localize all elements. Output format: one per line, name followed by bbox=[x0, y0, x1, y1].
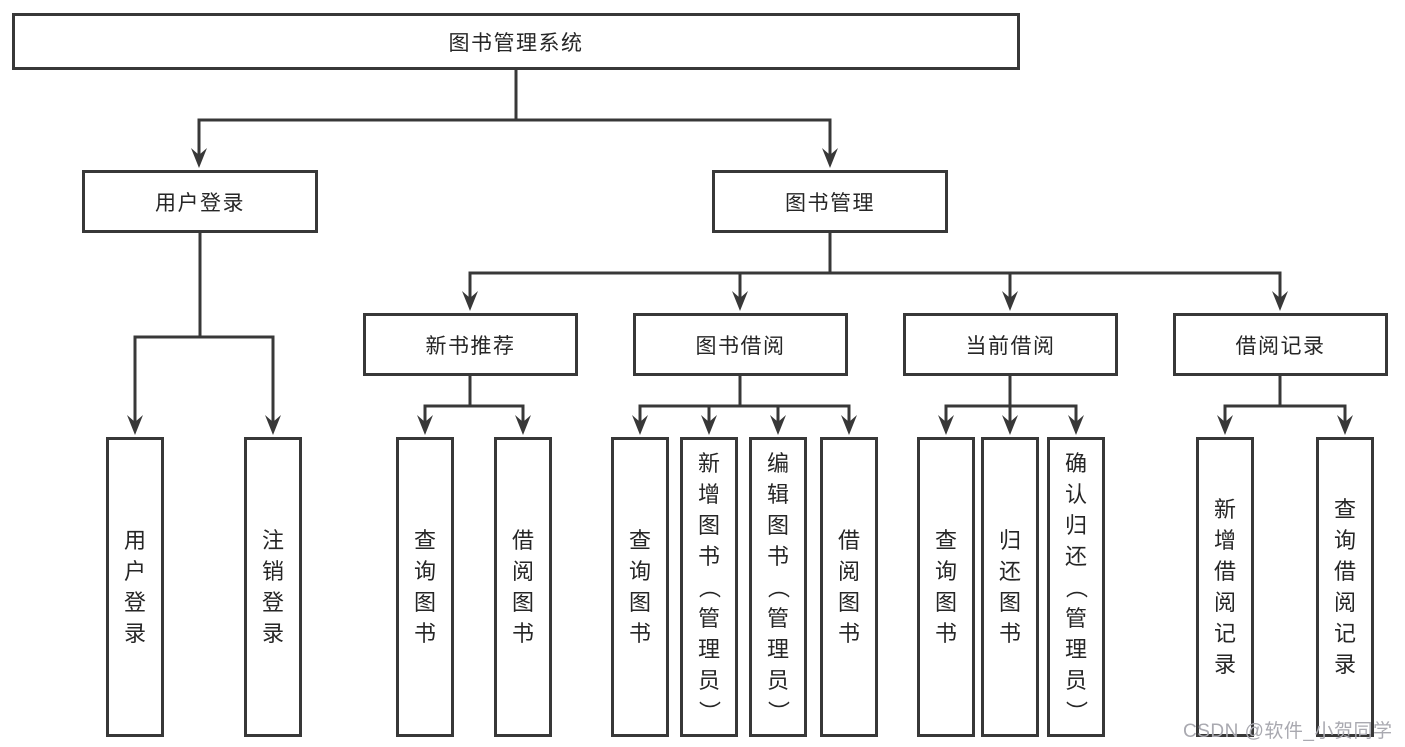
node-label: 确认归还（管理员） bbox=[1063, 450, 1089, 723]
node-label: 借阅图书 bbox=[837, 528, 860, 646]
node-leaf-query-books-1: 查询图书 bbox=[396, 437, 454, 737]
node-label: 新增借阅记录 bbox=[1213, 497, 1236, 677]
node-leaf-add-books-admin: 新增图书（管理员） bbox=[680, 437, 738, 737]
node-leaf-borrow-books-1: 借阅图书 bbox=[494, 437, 552, 737]
node-leaf-user-login: 用户登录 bbox=[106, 437, 164, 737]
node-label: 查询图书 bbox=[934, 528, 957, 646]
node-leaf-add-borrow-record: 新增借阅记录 bbox=[1196, 437, 1254, 737]
node-leaf-query-books-2: 查询图书 bbox=[611, 437, 669, 737]
node-new-book-recommendation: 新书推荐 bbox=[363, 313, 578, 376]
node-book-borrowing: 图书借阅 bbox=[633, 313, 848, 376]
node-book-management: 图书管理 bbox=[712, 170, 948, 233]
node-label: 新书推荐 bbox=[425, 334, 516, 358]
node-leaf-return-books: 归还图书 bbox=[981, 437, 1039, 737]
node-leaf-logout: 注销登录 bbox=[244, 437, 302, 737]
node-label: 查询图书 bbox=[413, 528, 436, 646]
node-label: 借阅记录 bbox=[1235, 334, 1326, 358]
node-leaf-query-borrow-record: 查询借阅记录 bbox=[1316, 437, 1374, 737]
node-label: 查询借阅记录 bbox=[1333, 497, 1356, 677]
node-label: 用户登录 bbox=[123, 528, 146, 646]
node-leaf-confirm-return-admin: 确认归还（管理员） bbox=[1047, 437, 1105, 737]
node-label: 图书借阅 bbox=[695, 334, 786, 358]
node-label: 借阅图书 bbox=[511, 528, 534, 646]
node-label: 当前借阅 bbox=[965, 334, 1056, 358]
node-root-library-system: 图书管理系统 bbox=[12, 13, 1020, 70]
node-label: 新增图书（管理员） bbox=[696, 450, 722, 723]
node-label: 注销登录 bbox=[261, 528, 284, 646]
node-label: 图书管理系统 bbox=[448, 31, 584, 55]
node-leaf-edit-books-admin: 编辑图书（管理员） bbox=[749, 437, 807, 737]
node-label: 用户登录 bbox=[155, 191, 245, 215]
csdn-watermark: CSDN @软件_小贺同学 bbox=[1183, 721, 1393, 742]
node-leaf-borrow-books-2: 借阅图书 bbox=[820, 437, 878, 737]
node-label: 查询图书 bbox=[628, 528, 651, 646]
node-leaf-query-books-3: 查询图书 bbox=[917, 437, 975, 737]
node-label: 归还图书 bbox=[998, 528, 1021, 646]
node-borrowing-records: 借阅记录 bbox=[1173, 313, 1388, 376]
node-user-login: 用户登录 bbox=[82, 170, 318, 233]
node-label: 编辑图书（管理员） bbox=[765, 450, 791, 723]
node-label: 图书管理 bbox=[785, 191, 875, 215]
node-current-borrowing: 当前借阅 bbox=[903, 313, 1118, 376]
